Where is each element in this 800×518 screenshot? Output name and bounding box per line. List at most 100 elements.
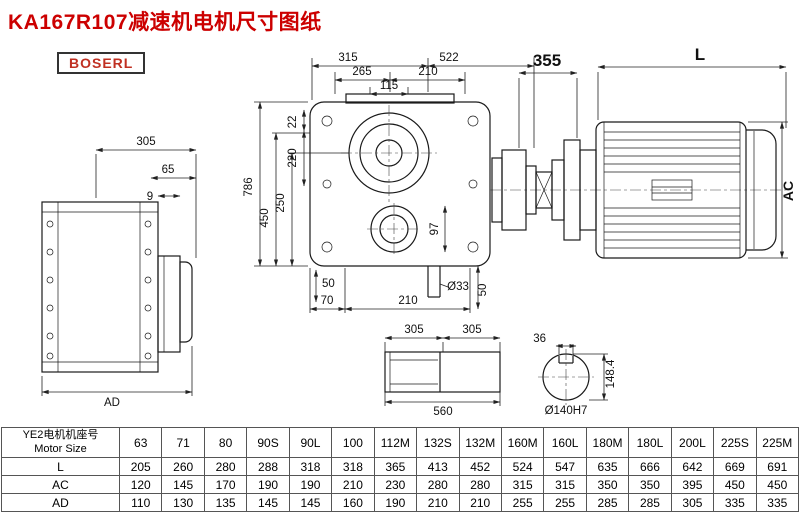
dim-value-cell: 120 <box>118 475 163 494</box>
housing-bolt-holes <box>321 115 479 253</box>
motor-frame-column: 160L <box>543 427 587 458</box>
dim-front-250: 250 <box>275 193 287 212</box>
dim-motor-diameter: AC <box>780 181 796 201</box>
dim-value-cell: 666 <box>628 457 672 476</box>
dim-value-cell: 130 <box>161 493 205 512</box>
dim-front-522: 522 <box>439 52 458 64</box>
dim-value-cell: 335 <box>713 493 757 512</box>
dim-value-cell: 288 <box>246 457 290 476</box>
dim-value-cell: 450 <box>713 475 757 494</box>
page-title: KA167R107减速机电机尺寸图纸 <box>8 11 322 34</box>
dim-front-210: 210 <box>418 66 437 78</box>
dim-value-cell: 413 <box>416 457 460 476</box>
motor-nameplate <box>651 179 693 201</box>
motor-frame-column: 160M <box>500 427 545 458</box>
dim-value-cell: 335 <box>755 493 800 512</box>
dim-value-cell: 210 <box>416 493 460 512</box>
dim-front-97: 97 <box>429 223 441 236</box>
dim-value-cell: 145 <box>161 475 205 494</box>
dim-value-cell: 170 <box>203 475 248 494</box>
dim-value-cell: 318 <box>288 457 333 476</box>
dim-value-cell: 635 <box>585 457 630 476</box>
dim-value-cell: 145 <box>288 493 333 512</box>
dim-value-cell: 255 <box>500 493 545 512</box>
dim-value-cell: 285 <box>628 493 672 512</box>
motor-frame-column: 90L <box>288 427 333 458</box>
engineering-drawing: 305 65 9 AD <box>41 45 796 418</box>
dim-value-cell: 350 <box>628 475 672 494</box>
dim-value-cell: 285 <box>585 493 630 512</box>
dim-front-50-left: 50 <box>322 278 335 290</box>
shaft-end-view: 36 148.4 Ø140H7 <box>533 333 617 417</box>
dim-value-cell: 160 <box>331 493 375 512</box>
dim-value-cell: 280 <box>458 475 502 494</box>
dim-front-115: 115 <box>380 80 398 92</box>
motor-frame-column: 225S <box>713 427 757 458</box>
dim-value-cell: 318 <box>331 457 375 476</box>
dim-side-ad: AD <box>104 397 120 409</box>
motor-frame-column: 180L <box>628 427 672 458</box>
dim-value-cell: 280 <box>416 475 460 494</box>
dim-side-305: 305 <box>136 136 155 148</box>
dim-side-65: 65 <box>162 164 175 176</box>
dim-value-cell: 230 <box>373 475 418 494</box>
dim-end-36: 36 <box>533 333 546 345</box>
motor-frame-column: 90S <box>246 427 290 458</box>
dim-value-cell: 547 <box>543 457 587 476</box>
motor-frame-column: 100 <box>331 427 375 458</box>
dim-value-cell: 524 <box>500 457 545 476</box>
dim-value-cell: 135 <box>203 493 248 512</box>
dim-front-220: 220 <box>287 148 299 167</box>
motor-fins <box>604 131 740 249</box>
dim-value-cell: 210 <box>458 493 502 512</box>
dim-front-210b: 210 <box>398 295 417 307</box>
shaft-view: 305 305 560 <box>384 324 501 418</box>
dim-row-label: L <box>1 457 120 476</box>
dim-front-pin-bore: Ø33 <box>447 281 469 293</box>
dim-value-cell: 691 <box>755 457 800 476</box>
motor-view: 355 L AC <box>490 45 796 259</box>
dim-front-315: 315 <box>338 52 357 64</box>
front-view: 315 522 265 210 115 786 450 250 220 22 <box>243 52 535 313</box>
dim-front-786: 786 <box>243 177 255 196</box>
dim-value-cell: 450 <box>755 475 800 494</box>
dim-value-cell: 110 <box>118 493 163 512</box>
fan-cover <box>746 129 777 251</box>
motor-frame-column: 132M <box>458 427 502 458</box>
dim-value-cell: 210 <box>331 475 375 494</box>
boserl-logo: BOSERL <box>57 52 146 74</box>
dim-value-cell: 365 <box>373 457 418 476</box>
dim-end-148: 148.4 <box>605 359 617 388</box>
side-view: 305 65 9 AD <box>41 136 197 409</box>
dim-front-22: 22 <box>287 116 299 129</box>
dim-motor-355: 355 <box>533 51 561 70</box>
dim-value-cell: 315 <box>500 475 545 494</box>
dim-value-cell: 260 <box>161 457 205 476</box>
dim-row-label: AD <box>1 493 120 512</box>
dim-value-cell: 452 <box>458 457 502 476</box>
motor-frame-column: 63 <box>118 427 163 458</box>
bolt-holes <box>46 220 152 360</box>
motor-frame-column: 80 <box>203 427 248 458</box>
dim-shaft-560: 560 <box>433 406 452 418</box>
motor-frame-column: 112M <box>373 427 418 458</box>
motor-frame-column: 180M <box>585 427 630 458</box>
dim-value-cell: 145 <box>246 493 290 512</box>
dim-front-50-right: 50 <box>477 284 489 297</box>
dim-shaft-305b: 305 <box>462 324 481 336</box>
dim-value-cell: 190 <box>373 493 418 512</box>
dim-value-cell: 305 <box>670 493 715 512</box>
dim-value-cell: 280 <box>203 457 248 476</box>
dim-shaft-305a: 305 <box>404 324 423 336</box>
dim-front-70: 70 <box>321 295 334 307</box>
dim-value-cell: 190 <box>246 475 290 494</box>
dim-value-cell: 205 <box>118 457 163 476</box>
motor-frame-column: 225M <box>755 427 800 458</box>
